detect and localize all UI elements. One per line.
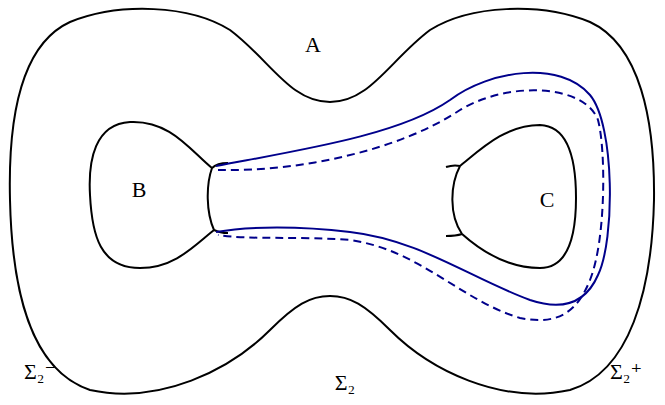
outer-boundary <box>10 9 654 394</box>
region-label: A <box>305 34 321 56</box>
right-hole <box>446 125 576 268</box>
left-hole <box>90 122 228 268</box>
region-label: C <box>540 189 555 211</box>
region-label: Σ₂ <box>335 372 355 394</box>
region-label: Σ₂⁺ <box>610 361 642 383</box>
region-label: B <box>132 179 147 201</box>
curve-solid <box>216 73 610 305</box>
region-label: Σ₂⁻ <box>24 361 56 383</box>
curve-dashed <box>218 90 603 320</box>
